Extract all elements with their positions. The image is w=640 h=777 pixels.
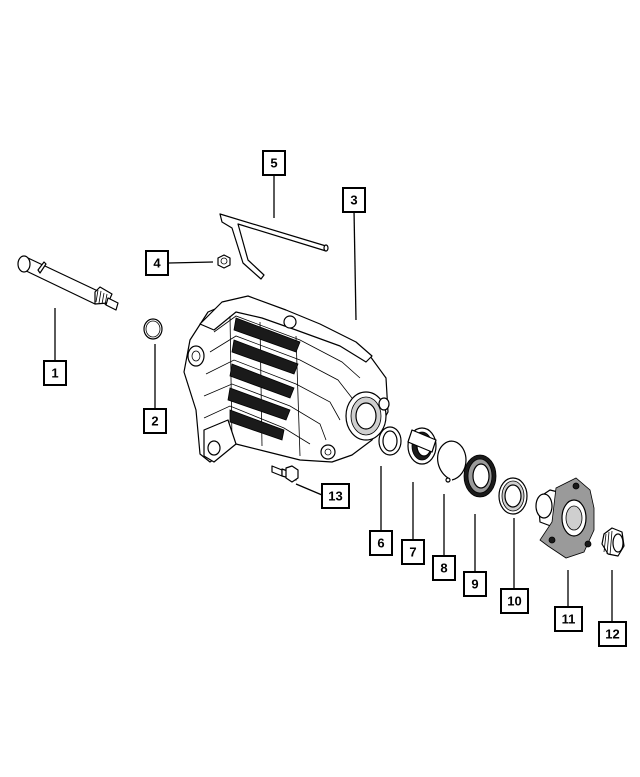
callout-10: 10	[500, 588, 529, 614]
callout-7: 7	[401, 539, 425, 565]
callout-8: 8	[432, 555, 456, 581]
callout-2: 2	[143, 408, 167, 434]
housing-drawing	[183, 295, 390, 463]
leader-lines	[54, 176, 613, 622]
snap-ring-drawing	[143, 318, 163, 340]
callout-4: 4	[145, 250, 169, 276]
callout-9: 9	[463, 571, 487, 597]
callout-7-label: 7	[409, 545, 416, 560]
callout-12-label: 12	[605, 627, 619, 642]
companion-flange-drawing	[535, 477, 595, 559]
callout-9-label: 9	[471, 577, 478, 592]
callout-13-label: 13	[328, 489, 342, 504]
callout-10-label: 10	[507, 594, 521, 609]
callout-1-label: 1	[51, 366, 58, 381]
callout-1: 1	[43, 360, 67, 386]
callout-13: 13	[321, 483, 350, 509]
nut-drawing	[217, 254, 231, 269]
seal-6-drawing	[378, 426, 402, 456]
callout-3-label: 3	[350, 193, 357, 208]
seal-10-drawing	[498, 477, 528, 515]
input-shaft-drawing	[17, 255, 119, 311]
bolt-drawing	[271, 465, 299, 483]
callout-5: 5	[262, 150, 286, 176]
callout-11-label: 11	[562, 612, 576, 627]
callout-5-label: 5	[270, 156, 277, 171]
bearing-9-drawing	[463, 454, 497, 498]
callout-8-label: 8	[440, 561, 447, 576]
callout-11: 11	[554, 606, 583, 632]
vent-tube-drawing	[219, 213, 329, 280]
callout-4-label: 4	[153, 256, 161, 271]
snap-ring-8-drawing	[437, 440, 467, 483]
callout-6: 6	[369, 530, 393, 556]
flange-nut-drawing	[601, 527, 625, 557]
callout-2-label: 2	[151, 414, 158, 429]
callout-12: 12	[598, 621, 627, 647]
callout-3: 3	[342, 187, 366, 213]
callout-6-label: 6	[377, 536, 384, 551]
bearing-7-drawing	[407, 427, 437, 465]
